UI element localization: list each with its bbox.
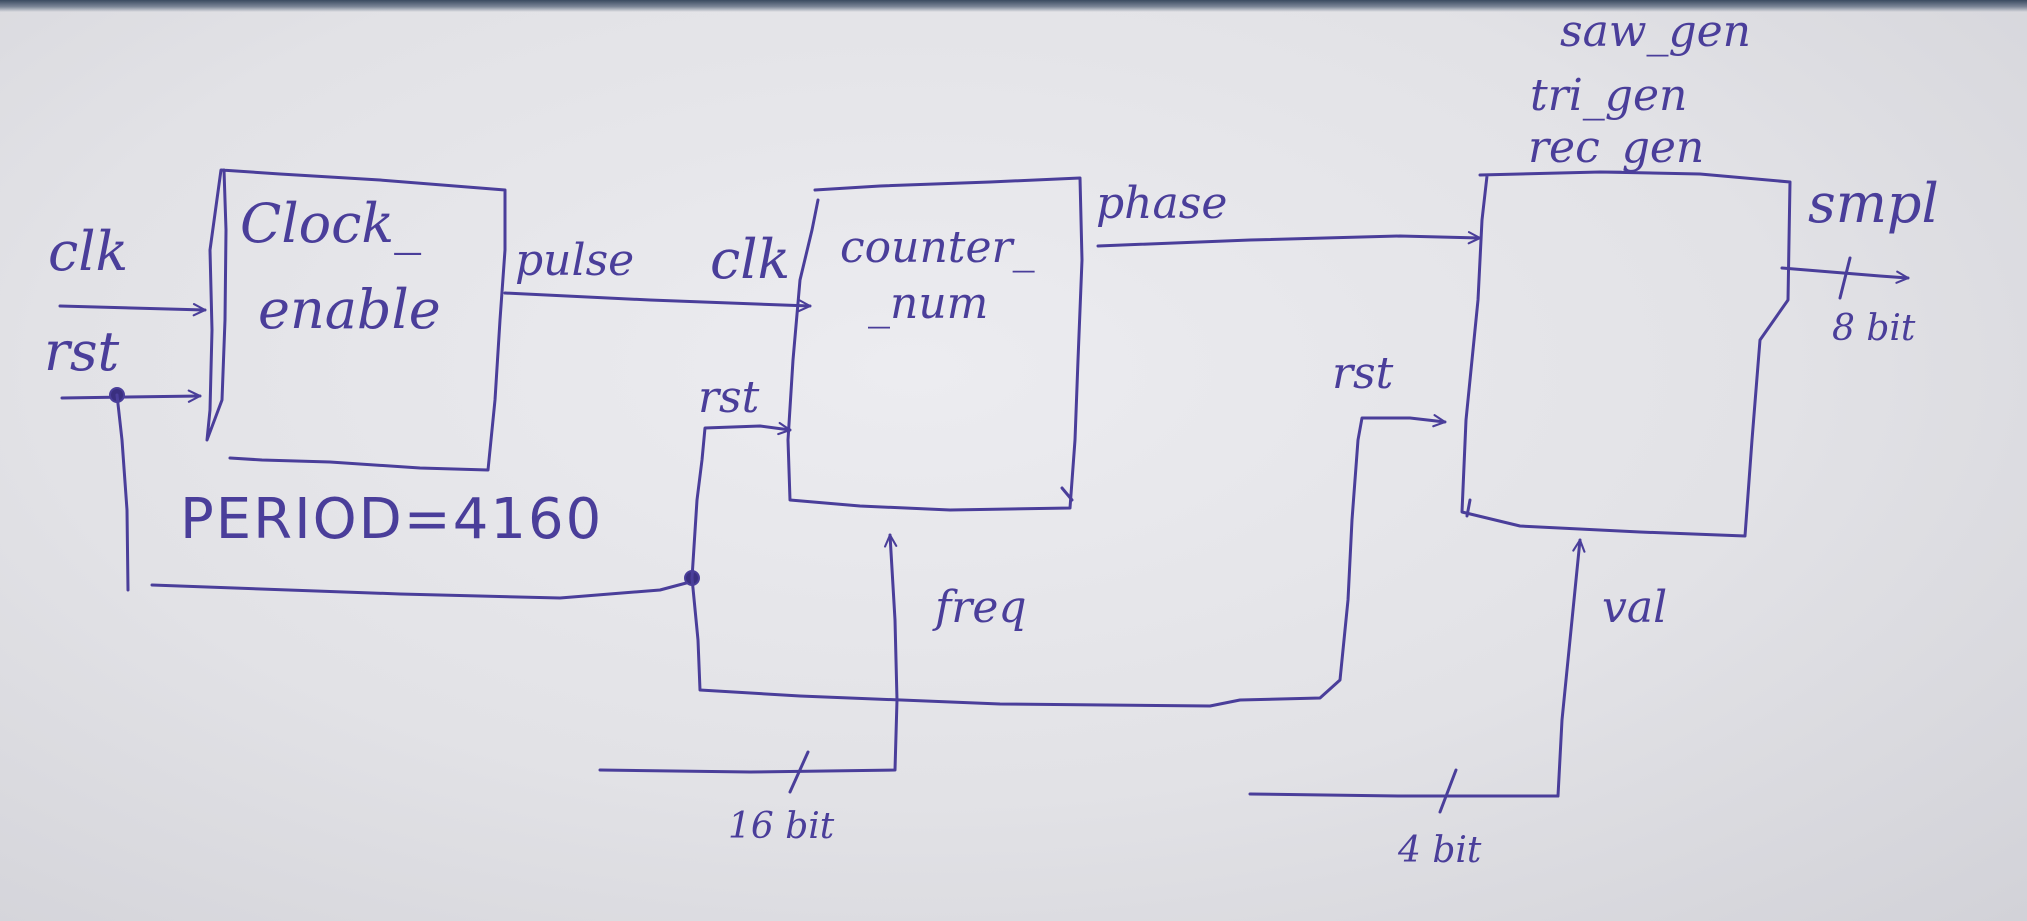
- val-width-label: 4 bit: [1397, 830, 1482, 871]
- clock-enable-label-line2: enable: [258, 278, 441, 341]
- val-bus-slash: [1438, 768, 1458, 814]
- freq-width-label: 16 bit: [728, 806, 835, 847]
- phase-label: phase: [1096, 178, 1227, 229]
- smpl-width-label: 8 bit: [1832, 308, 1916, 349]
- val-label: val: [1602, 582, 1667, 633]
- clk-input-label: clk: [48, 220, 128, 283]
- rst-input-label: rst: [44, 320, 120, 383]
- phase-arrow: [1096, 231, 1482, 248]
- top-edge-shadow: [0, 0, 2027, 12]
- pulse-label: pulse: [515, 235, 634, 286]
- generator-block: saw_gen tri_gen rec_gen: [1460, 6, 1792, 538]
- freq-input: freq 16 bit: [598, 533, 1027, 847]
- pulse-signal: pulse: [503, 235, 812, 313]
- counter-rst-label: rst: [698, 372, 760, 423]
- rst-input: rst: [44, 320, 202, 403]
- clk-input-arrow: [58, 303, 207, 317]
- phase-signal: phase: [1096, 178, 1482, 248]
- counter-num-block: counter_ _num: [786, 176, 1084, 512]
- smpl-arrow: [1780, 266, 1910, 284]
- smpl-bus-slash: [1838, 256, 1852, 300]
- counter-clk-label: clk: [710, 228, 790, 291]
- generator-rst-label: rst: [1332, 348, 1394, 399]
- generator-label-line1: saw_gen: [1560, 6, 1751, 57]
- val-input: val 4 bit: [1248, 538, 1667, 871]
- generator-label-line2: tri_gen: [1530, 70, 1687, 121]
- smpl-label: smpl: [1808, 172, 1939, 235]
- clock-enable-block: Clock_ enable: [205, 168, 507, 472]
- counter-label-line1: counter_: [840, 222, 1035, 273]
- clock-enable-label-line1: Clock_: [240, 192, 421, 255]
- period-annotation: PERIOD=4160: [180, 487, 603, 552]
- val-arrow: [1248, 538, 1586, 798]
- pulse-arrow: [503, 291, 812, 313]
- clk-input: clk: [48, 220, 207, 317]
- freq-bus-slash: [788, 750, 810, 794]
- generator-label-line3: rec_gen: [1528, 122, 1704, 173]
- generator-rst-wire: rst: [690, 348, 1447, 708]
- counter-label-line2: _num: [868, 278, 988, 329]
- freq-arrow: [598, 533, 899, 774]
- freq-label: freq: [932, 582, 1027, 633]
- rst-input-arrow: [60, 389, 202, 403]
- smpl-output: smpl 8 bit: [1780, 172, 1939, 349]
- counter-rst-input: rst: [690, 372, 792, 580]
